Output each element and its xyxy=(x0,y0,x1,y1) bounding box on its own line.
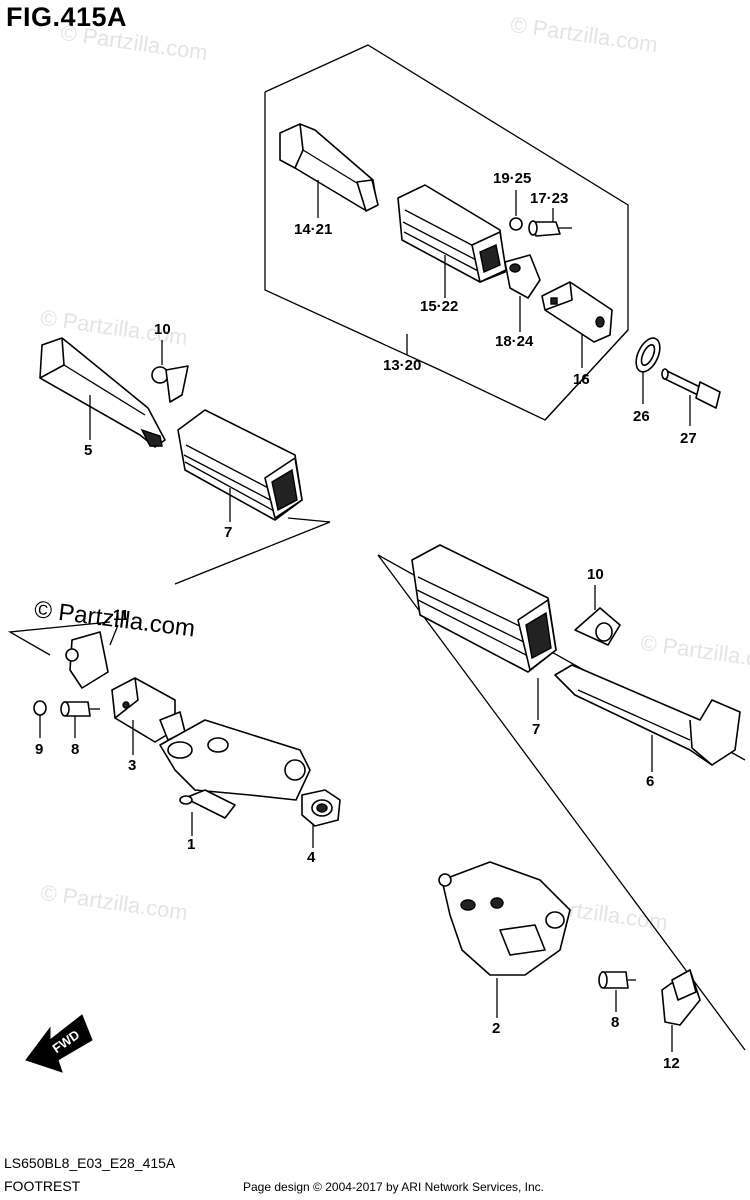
callout-7-upper: 7 xyxy=(224,524,232,541)
rubber-part-7-right xyxy=(411,544,557,673)
callout-26: 26 xyxy=(633,408,650,425)
section-line xyxy=(7,621,111,656)
callout-19-25: 19·25 xyxy=(493,170,531,187)
cover-part-11 xyxy=(65,631,109,689)
callout-18-24: 18·24 xyxy=(495,333,534,350)
callout-6: 6 xyxy=(646,773,654,790)
callout-12: 12 xyxy=(663,1055,680,1072)
callout-16: 16 xyxy=(573,371,590,388)
rubber-part-15-22 xyxy=(397,184,507,283)
nut-part-4 xyxy=(301,789,341,827)
bolt-part-27 xyxy=(661,368,721,409)
section-line xyxy=(174,517,331,585)
model-code: LS650BL8_E03_E28_415A xyxy=(4,1155,176,1171)
section-line xyxy=(377,554,746,1051)
clip-part-10-right xyxy=(574,607,621,646)
callout-13-20: 13·20 xyxy=(383,357,421,374)
fwd-arrow-icon: FWD xyxy=(25,1014,93,1073)
callout-10-right: 10 xyxy=(587,566,604,583)
callout-11: 11 xyxy=(113,607,129,624)
callout-10-left: 10 xyxy=(154,321,171,338)
section-name: FOOTREST xyxy=(4,1178,81,1194)
callout-27: 27 xyxy=(680,430,697,447)
leader xyxy=(109,624,119,646)
callout-14-21: 14·21 xyxy=(294,221,332,238)
footpeg-arm-part-5 xyxy=(39,337,166,448)
cap-part-9 xyxy=(33,700,47,716)
clip-part-10-left xyxy=(151,365,189,403)
plate-part-18-24 xyxy=(504,254,541,299)
callout-2: 2 xyxy=(492,1020,500,1037)
bracket-part-16 xyxy=(541,281,613,343)
callout-17-23: 17·23 xyxy=(530,190,568,207)
callout-1: 1 xyxy=(187,836,195,853)
bracket-part-2 xyxy=(438,861,571,976)
callout-8-left: 8 xyxy=(71,741,79,758)
footpeg-arm-part-6 xyxy=(554,664,741,766)
callout-9: 9 xyxy=(35,741,43,758)
callout-15-22: 15·22 xyxy=(420,298,458,315)
callout-3: 3 xyxy=(128,757,136,774)
callout-4: 4 xyxy=(307,849,316,866)
cover-part-12 xyxy=(661,969,701,1026)
callout-7-right: 7 xyxy=(532,721,540,738)
pin-part-8-left xyxy=(60,701,100,717)
footpeg-arm-part-14-21 xyxy=(279,123,379,212)
bracket-part-1 xyxy=(159,719,311,819)
figure-title: FIG.415A xyxy=(6,2,128,32)
assembly-outline-inner xyxy=(544,329,629,421)
rubber-part-7-upper xyxy=(177,409,303,521)
callout-5: 5 xyxy=(84,442,92,459)
copyright-notice: Page design © 2004-2017 by ARI Network S… xyxy=(243,1180,545,1194)
callout-8-right: 8 xyxy=(611,1014,619,1031)
pin-part-17-23 xyxy=(528,220,572,237)
pin-part-8-right xyxy=(598,971,636,989)
bracket-part-3 xyxy=(111,677,186,743)
washer-part-26 xyxy=(635,337,661,373)
cap-part-19-25 xyxy=(509,217,523,231)
